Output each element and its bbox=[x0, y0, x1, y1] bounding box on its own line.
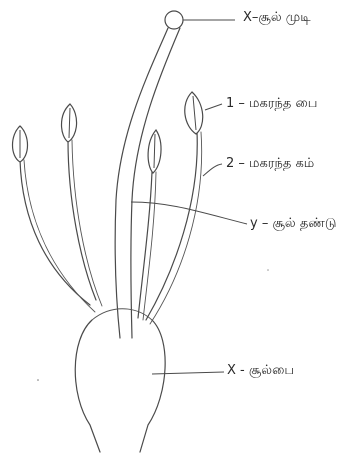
anther-center-right bbox=[148, 130, 161, 173]
filament-label: 2 – மகரந்த கம் bbox=[226, 157, 314, 170]
anther-far-right bbox=[185, 92, 203, 134]
style-label: y – சூல் தண்டு bbox=[250, 217, 336, 230]
stigma-label: X–சூல் முடி bbox=[243, 11, 311, 24]
filament-center-right bbox=[138, 172, 152, 318]
stigma bbox=[165, 11, 183, 29]
filament-left-inner bbox=[72, 140, 102, 306]
leader-filament bbox=[203, 164, 222, 176]
speck bbox=[267, 269, 269, 271]
ovary-label: X - சூல்பை bbox=[227, 364, 294, 377]
anther-far-left bbox=[13, 126, 28, 162]
filament-far-left bbox=[20, 160, 90, 305]
speck bbox=[37, 379, 39, 381]
filament-center-right-inner bbox=[143, 172, 156, 320]
filament-far-left-inner bbox=[24, 160, 95, 312]
leader-ovary bbox=[152, 372, 224, 374]
ovary bbox=[75, 320, 165, 452]
style bbox=[115, 28, 168, 338]
anther-label: 1 – மகரந்த பை bbox=[226, 97, 317, 110]
leader-anther bbox=[205, 104, 222, 110]
anther-left bbox=[62, 104, 77, 142]
